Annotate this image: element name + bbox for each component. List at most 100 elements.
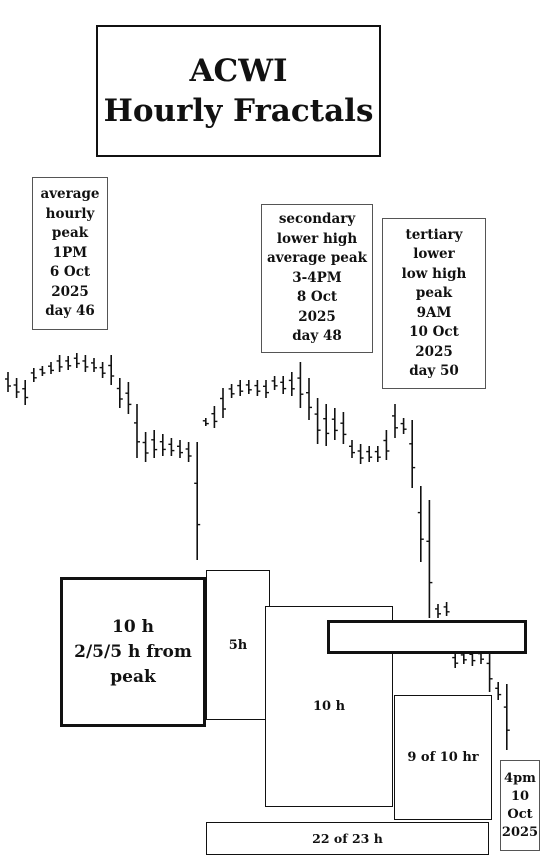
price-bar [417,486,424,562]
price-bar [177,440,183,458]
price-bar [374,446,381,462]
price-bar [340,412,347,444]
annotation-line: 1PM [52,244,88,261]
annotation-line: hourly [45,205,95,222]
cycle-box-9-of-10: 9 of 10 hr [394,695,492,820]
annotation-line: 2025 [501,824,539,840]
price-bar [392,404,398,438]
price-bar [194,442,201,560]
cycle-box-blank [327,620,527,654]
cycle-label: 9 of 10 hr [407,750,479,765]
end-date-annotation: 4pm 10 Oct 2025 [500,760,540,851]
price-bar [288,372,295,396]
price-bar [357,444,364,464]
annotation-line: 3-4PM [292,269,342,286]
price-bar [237,380,244,396]
annotation-line: 10 [510,788,530,804]
price-bar [452,652,459,668]
cycle-label-line: peak [110,666,156,687]
price-bar [280,376,287,394]
price-bar [185,442,192,462]
cycle-label: 22 of 23 h [312,831,383,846]
cycle-label-line: 2/5/5 h from [74,641,192,662]
annotation-line: 10 Oct [409,324,459,340]
tertiary-high-annotation: tertiary lower low high peak 9AM 10 Oct … [382,218,486,389]
price-bar [134,404,140,458]
cycle-label: 10 h [312,699,346,714]
title-line-2: Hourly Fractals [103,93,374,129]
price-bar [5,372,11,392]
annotation-line: 2025 [415,343,453,360]
cycle-box-22-of-23: 22 of 23 h [206,822,489,855]
price-bar [323,404,330,446]
annotation-line: 6 Oct [49,264,91,281]
price-bar [263,380,269,398]
annotation-line: 8 Oct [296,289,338,306]
price-bar [56,355,63,372]
annotation-line: day 50 [409,363,459,379]
price-bar [73,353,80,368]
price-bar [48,362,54,374]
price-bar [108,355,115,385]
price-bar [503,684,510,750]
price-bar [99,362,106,378]
price-bar [383,430,390,460]
price-bar [211,406,218,428]
cycle-box-5h: 5h [206,570,270,720]
price-bar [13,378,20,398]
price-bar [297,362,304,408]
price-bar [202,418,209,426]
price-bar [306,378,312,420]
price-bar [30,368,37,382]
annotation-line: 2025 [51,283,89,300]
average-peak-annotation: average hourly peak 1PM 6 Oct 2025 day 4… [32,177,108,330]
annotation-line: Oct [507,806,533,822]
price-bar [22,380,29,405]
price-bar [314,398,321,444]
price-bar [486,648,493,692]
price-bar [400,418,407,434]
price-bar [125,382,132,414]
price-bar [426,500,433,618]
annotation-line: day 46 [45,303,95,320]
chart-title: ACWI Hourly Fractals [96,25,381,157]
annotation-line: secondary [278,211,356,228]
price-bar [331,408,338,440]
annotation-line: 2025 [298,308,336,325]
price-bar [82,355,89,372]
cycle-label-line: 10 h [112,616,154,637]
secondary-high-annotation: secondary lower high average peak 3-4PM … [261,204,373,353]
price-bar [254,380,261,396]
annotation-line: lower [413,246,455,262]
annotation-line: average [40,186,100,203]
annotation-line: 9AM [416,304,452,321]
price-bar [142,432,149,462]
price-bar [39,366,46,376]
price-bar [366,446,373,462]
price-bar [228,384,235,398]
cycle-label: 5h [228,637,248,653]
price-bar [495,682,502,700]
price-bar [159,434,166,456]
annotation-line: day 48 [292,328,342,345]
annotation-line: tertiary [405,226,463,243]
price-bar [220,388,226,418]
price-bar [271,376,278,390]
title-line-1: ACWI [189,53,288,89]
price-bar [409,420,416,488]
price-bar [65,356,72,370]
price-bar [349,440,355,458]
annotation-line: 4pm [504,770,536,786]
annotation-line: lower high [276,230,358,247]
cycle-box-10h-main: 10 h 2/5/5 h from peak [60,577,206,727]
annotation-line: peak [415,285,453,301]
price-bar [245,380,252,394]
annotation-line: peak [51,225,89,242]
price-bar [91,358,97,372]
annotation-line: average peak [267,250,367,267]
price-bar [116,378,123,408]
price-bar [443,602,450,616]
price-bar [168,438,175,456]
price-bar [435,604,441,618]
